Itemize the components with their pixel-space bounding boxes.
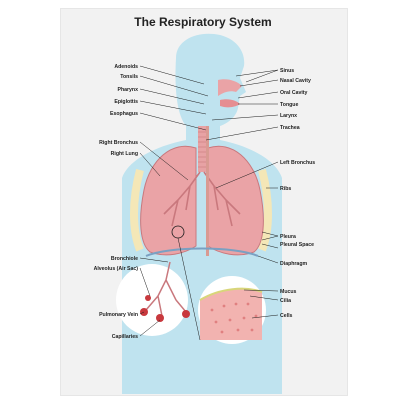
label-capillaries: Capillaries: [112, 334, 138, 340]
label-pleural-space-1: Pleural Space: [280, 242, 314, 248]
label-esophagus: Esophagus: [110, 111, 138, 117]
labels-left: Adenoids Tonsils Pharynx Epiglottis Esop…: [94, 64, 139, 340]
left-lung: [207, 145, 264, 256]
label-alveolus: Alveolus (Air Sac): [94, 266, 139, 272]
labels-right: Sinus Nasal Cavity Oral Cavity Tongue La…: [280, 68, 315, 319]
label-pleura: Pleura: [280, 234, 296, 240]
left-bronchus-tree: [203, 171, 241, 227]
ribs: [130, 168, 272, 252]
label-diaphragm: Diaphragm: [280, 261, 307, 267]
trachea-rings: [198, 131, 206, 168]
rib-left-side: [258, 168, 272, 252]
label-tonsils: Tonsils: [120, 74, 138, 80]
label-cells: Cells: [280, 313, 293, 319]
label-epiglottis: Epiglottis: [114, 99, 138, 105]
label-ribs: Ribs: [280, 186, 291, 192]
label-tongue: Tongue: [280, 102, 298, 108]
tongue-shape: [220, 99, 240, 108]
cell-dots: [210, 302, 258, 334]
label-sinus: Sinus: [280, 68, 294, 74]
cells-layer: [200, 288, 262, 340]
label-trachea: Trachea: [280, 125, 300, 131]
cilia-inset: [198, 276, 266, 344]
label-nasal-cavity: Nasal Cavity: [280, 78, 311, 84]
label-mucus: Mucus: [280, 289, 297, 295]
rib-right-side: [130, 168, 144, 252]
label-pulmonary-vein: Pulmonary Vein: [99, 312, 138, 318]
right-bronchus-tree: [163, 171, 201, 227]
alveolus-cluster: [182, 310, 190, 318]
nasal-cavity-shape: [218, 79, 242, 96]
alveoli-inset-bg: [116, 264, 188, 336]
label-left-bronchus: Left Bronchus: [280, 160, 315, 166]
label-right-lung: Right Lung: [111, 151, 138, 157]
trachea: [198, 126, 206, 172]
bronchiole-branches: [145, 261, 187, 317]
alveoli-inset: [116, 261, 190, 336]
diaphragm: [145, 247, 259, 257]
label-pharynx: Pharynx: [118, 87, 139, 93]
label-cilia: Cilia: [280, 298, 291, 304]
alveolus-cluster: [145, 295, 151, 301]
leader-lines: [139, 65, 279, 341]
esophagus: [206, 126, 209, 256]
diagram-title: The Respiratory System: [134, 15, 272, 29]
label-adenoids: Adenoids: [114, 64, 138, 70]
label-right-bronchus: Right Bronchus: [99, 140, 138, 146]
label-bronchiole: Bronchiole: [111, 256, 138, 262]
label-oral-cavity: Oral Cavity: [280, 90, 308, 96]
alveolus-cluster: [156, 314, 164, 322]
label-larynx: Larynx: [280, 113, 297, 119]
